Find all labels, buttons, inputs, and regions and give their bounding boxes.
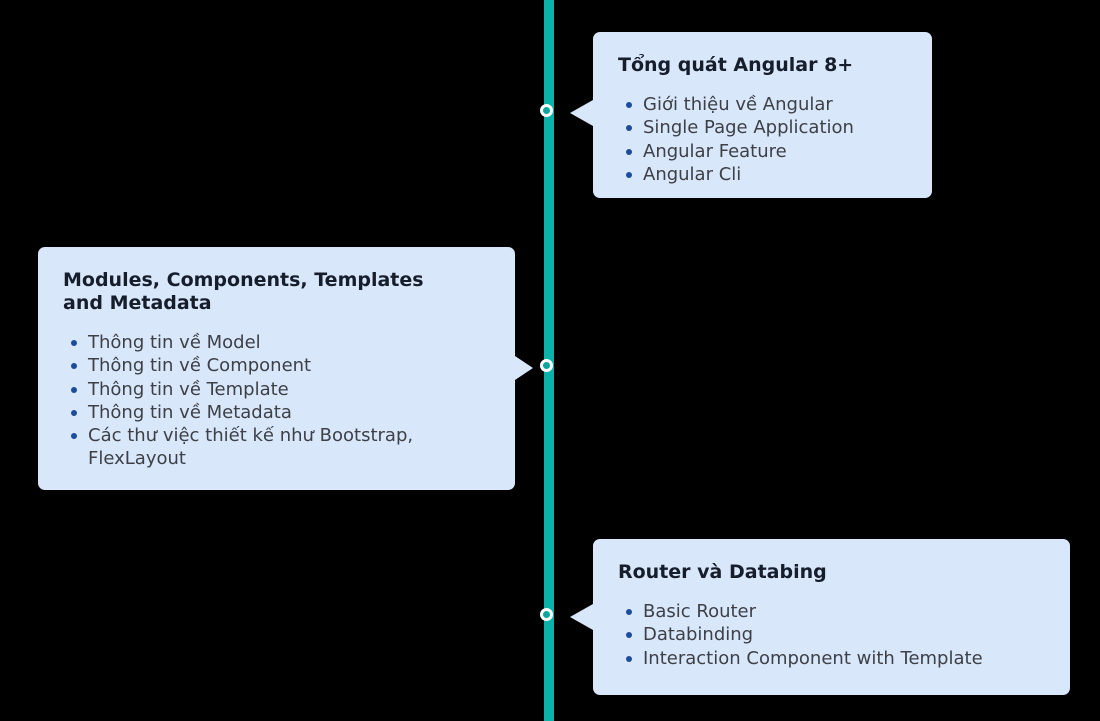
list-item: Giới thiệu về Angular xyxy=(618,93,907,116)
list-item-text: Databinding xyxy=(643,624,754,646)
card-title: Tổng quát Angular 8+ xyxy=(618,54,854,76)
list-item: Single Page Application xyxy=(618,116,907,139)
bullet-icon xyxy=(71,363,77,370)
list-item-text: Thông tin về Metadata xyxy=(88,401,292,423)
card-item-list: Thông tin về Model Thông tin về Componen… xyxy=(63,331,490,471)
list-item: Databinding xyxy=(618,623,1045,646)
card-modules-components-templates: Modules, Components, Templates and Metad… xyxy=(38,247,515,490)
list-item-text: Thông tin về Template xyxy=(88,378,289,400)
list-item: Các thư việc thiết kế như Bootstrap, Fle… xyxy=(63,424,490,471)
card-title: Router và Databing xyxy=(618,561,827,583)
bullet-icon xyxy=(626,102,632,108)
list-item: Thông tin về Model xyxy=(63,331,490,354)
bullet-icon xyxy=(626,125,632,132)
list-item-text: Thông tin về Model xyxy=(88,332,261,353)
card-router-databinding: Router và Databing Basic Router Databind… xyxy=(593,539,1070,695)
list-item-text: Interaction Component with Template xyxy=(643,647,983,669)
list-item: Thông tin về Metadata xyxy=(63,401,490,424)
list-item-text: Angular Feature xyxy=(643,140,787,162)
list-item: Angular Cli xyxy=(618,163,907,186)
list-item-text: Angular Cli xyxy=(643,163,742,185)
list-item: Interaction Component with Template xyxy=(618,647,1045,670)
card-pointer-left-icon xyxy=(570,100,593,126)
list-item-text: Các thư việc thiết kế như Bootstrap, Fle… xyxy=(88,425,414,470)
bullet-icon xyxy=(71,340,77,346)
list-item-text: Single Page Application xyxy=(643,117,854,139)
bullet-icon xyxy=(626,171,632,178)
list-item: Angular Feature xyxy=(618,140,907,163)
list-item: Basic Router xyxy=(618,600,1045,623)
bullet-icon xyxy=(71,409,77,416)
card-tong-quat-angular: Tổng quát Angular 8+ Giới thiệu về Angul… xyxy=(593,32,932,198)
bullet-icon xyxy=(71,386,77,393)
card-pointer-right-icon xyxy=(515,356,533,380)
bullet-icon xyxy=(626,609,632,615)
list-item-text: Basic Router xyxy=(643,601,757,622)
bullet-icon xyxy=(71,433,77,440)
bullet-icon xyxy=(626,148,632,155)
card-item-list: Basic Router Databinding Interaction Com… xyxy=(618,600,1045,670)
timeline-node-icon xyxy=(540,104,553,117)
list-item-text: Thông tin về Component xyxy=(88,355,312,377)
card-item-list: Giới thiệu về Angular Single Page Applic… xyxy=(618,93,907,186)
list-item: Thông tin về Component xyxy=(63,354,490,377)
timeline-node-icon xyxy=(540,608,553,621)
bullet-icon xyxy=(626,655,632,662)
list-item: Thông tin về Template xyxy=(63,378,490,401)
list-item-text: Giới thiệu về Angular xyxy=(643,94,833,115)
timeline-node-icon xyxy=(540,359,553,372)
bullet-icon xyxy=(626,632,632,639)
card-title: Modules, Components, Templates and Metad… xyxy=(63,269,424,314)
card-pointer-left-icon xyxy=(570,604,593,630)
